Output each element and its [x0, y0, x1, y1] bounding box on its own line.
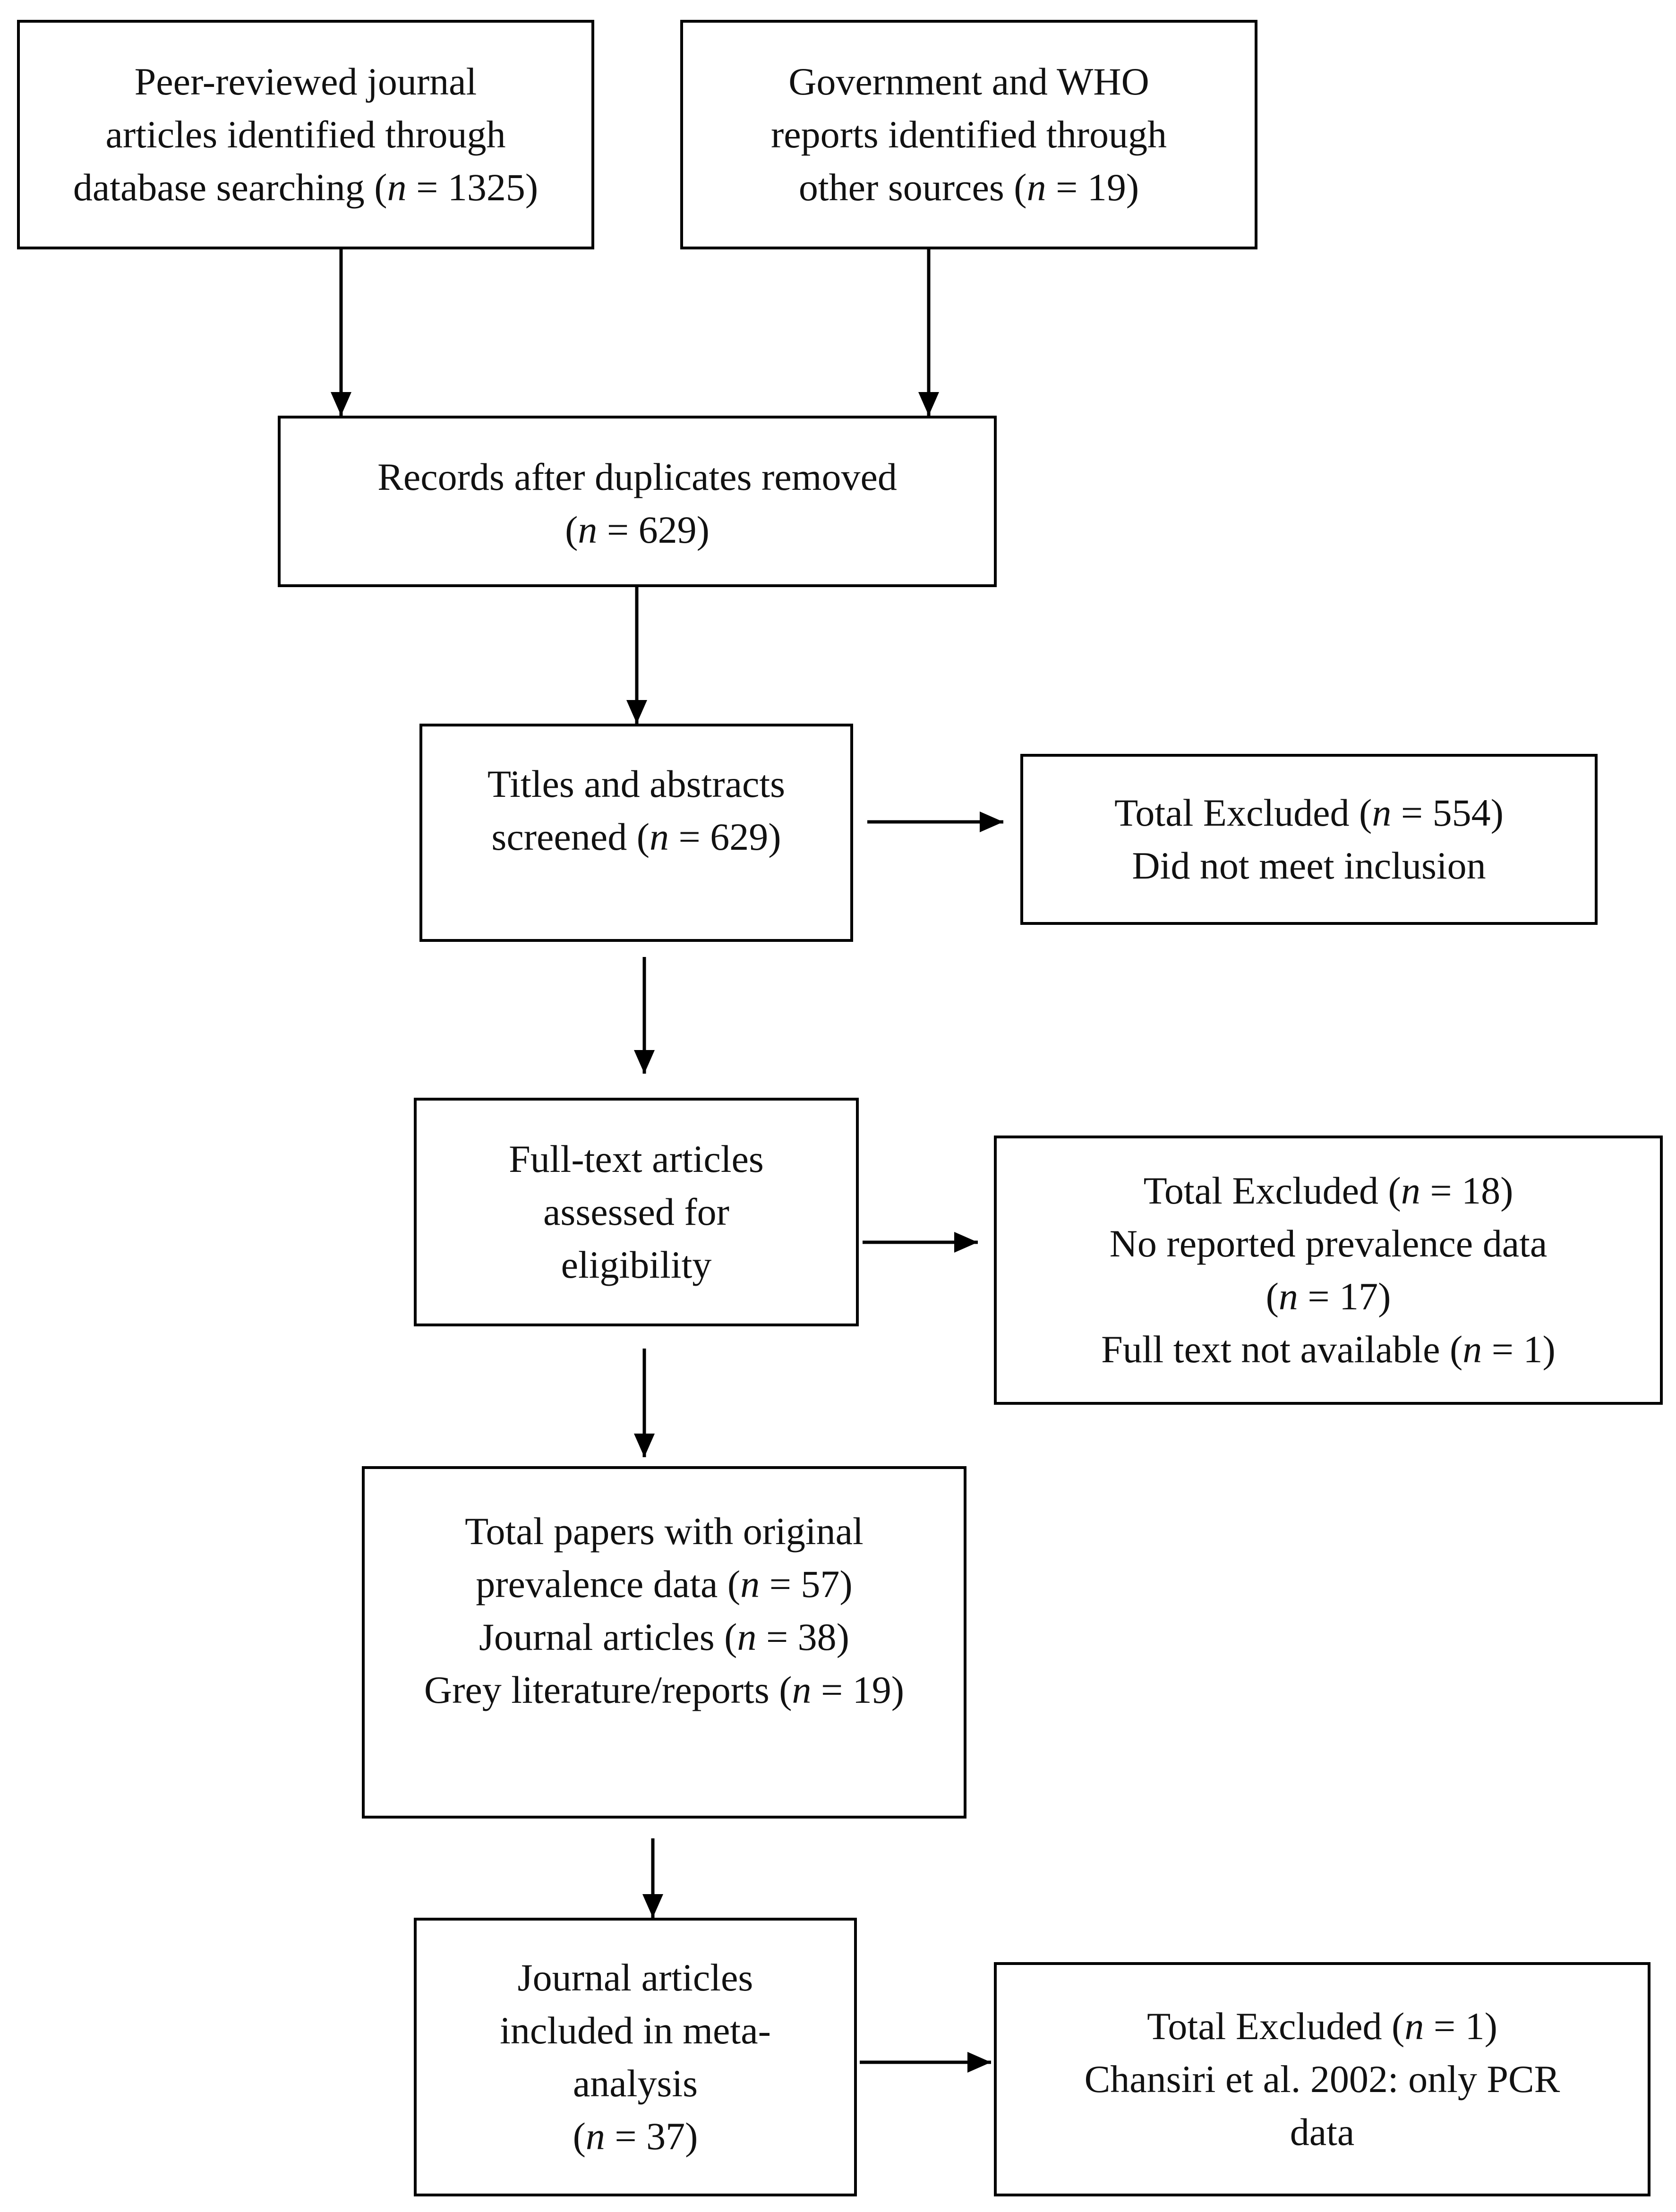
full-text-line1: Full-text articles [509, 1137, 764, 1180]
excluded-1-line2: Chansiri et al. 2002: only PCR [1084, 2058, 1560, 2101]
government-who-line3: other sources (n = 19) [798, 166, 1139, 209]
excluded-18-line4: Full text not available (n = 1) [1101, 1328, 1556, 1371]
full-text-line3: eligibility [561, 1243, 712, 1286]
excluded-554-box: Total Excluded (n = 554) Did not meet in… [1020, 754, 1598, 925]
government-who-line1: Government and WHO [788, 60, 1149, 103]
records-line2: (n = 629) [565, 508, 710, 551]
full-text-line2: assessed for [543, 1190, 729, 1233]
meta-analysis-line3: analysis [573, 2062, 698, 2105]
full-text-box: Full-text articles assessed for eligibil… [414, 1098, 859, 1326]
meta-analysis-line2: included in meta- [500, 2009, 771, 2052]
excluded-554-line2: Did not meet inclusion [1132, 844, 1486, 887]
total-papers-line4: Grey literature/reports (n = 19) [424, 1668, 905, 1711]
titles-line1: Titles and abstracts [487, 762, 786, 805]
peer-reviewed-line2: articles identified through [105, 113, 506, 156]
records-after-duplicates-box: Records after duplicates removed (n = 62… [278, 416, 997, 587]
excluded-18-line3: (n = 17) [1266, 1275, 1391, 1318]
government-who-line2: reports identified through [770, 113, 1167, 156]
titles-line2: screened (n = 629) [491, 815, 781, 858]
records-line1: Records after duplicates removed [377, 455, 897, 498]
excluded-18-line2: No reported prevalence data [1109, 1222, 1548, 1265]
excluded-18-line1: Total Excluded (n = 18) [1143, 1169, 1514, 1212]
meta-analysis-line1: Journal articles [517, 1956, 753, 1999]
peer-reviewed-box: Peer-reviewed journal articles identifie… [17, 20, 594, 249]
excluded-554-line1: Total Excluded (n = 554) [1114, 791, 1504, 834]
excluded-18-box: Total Excluded (n = 18) No reported prev… [994, 1136, 1663, 1405]
total-papers-line1: Total papers with original [465, 1510, 864, 1553]
total-papers-line2: prevalence data (n = 57) [476, 1563, 853, 1606]
peer-reviewed-line1: Peer-reviewed journal [134, 60, 477, 103]
peer-reviewed-line3: database searching (n = 1325) [73, 166, 539, 209]
meta-analysis-box: Journal articles included in meta- analy… [414, 1918, 857, 2196]
total-papers-line3: Journal articles (n = 38) [479, 1615, 849, 1658]
excluded-1-line3: data [1290, 2110, 1355, 2153]
excluded-1-box: Total Excluded (n = 1) Chansiri et al. 2… [994, 1962, 1650, 2196]
excluded-1-line1: Total Excluded (n = 1) [1147, 2005, 1497, 2048]
titles-abstracts-box: Titles and abstracts screened (n = 629) [419, 724, 853, 942]
total-papers-box: Total papers with original prevalence da… [362, 1466, 966, 1819]
government-who-box: Government and WHO reports identified th… [680, 20, 1257, 249]
meta-analysis-line4: (n = 37) [573, 2115, 698, 2158]
